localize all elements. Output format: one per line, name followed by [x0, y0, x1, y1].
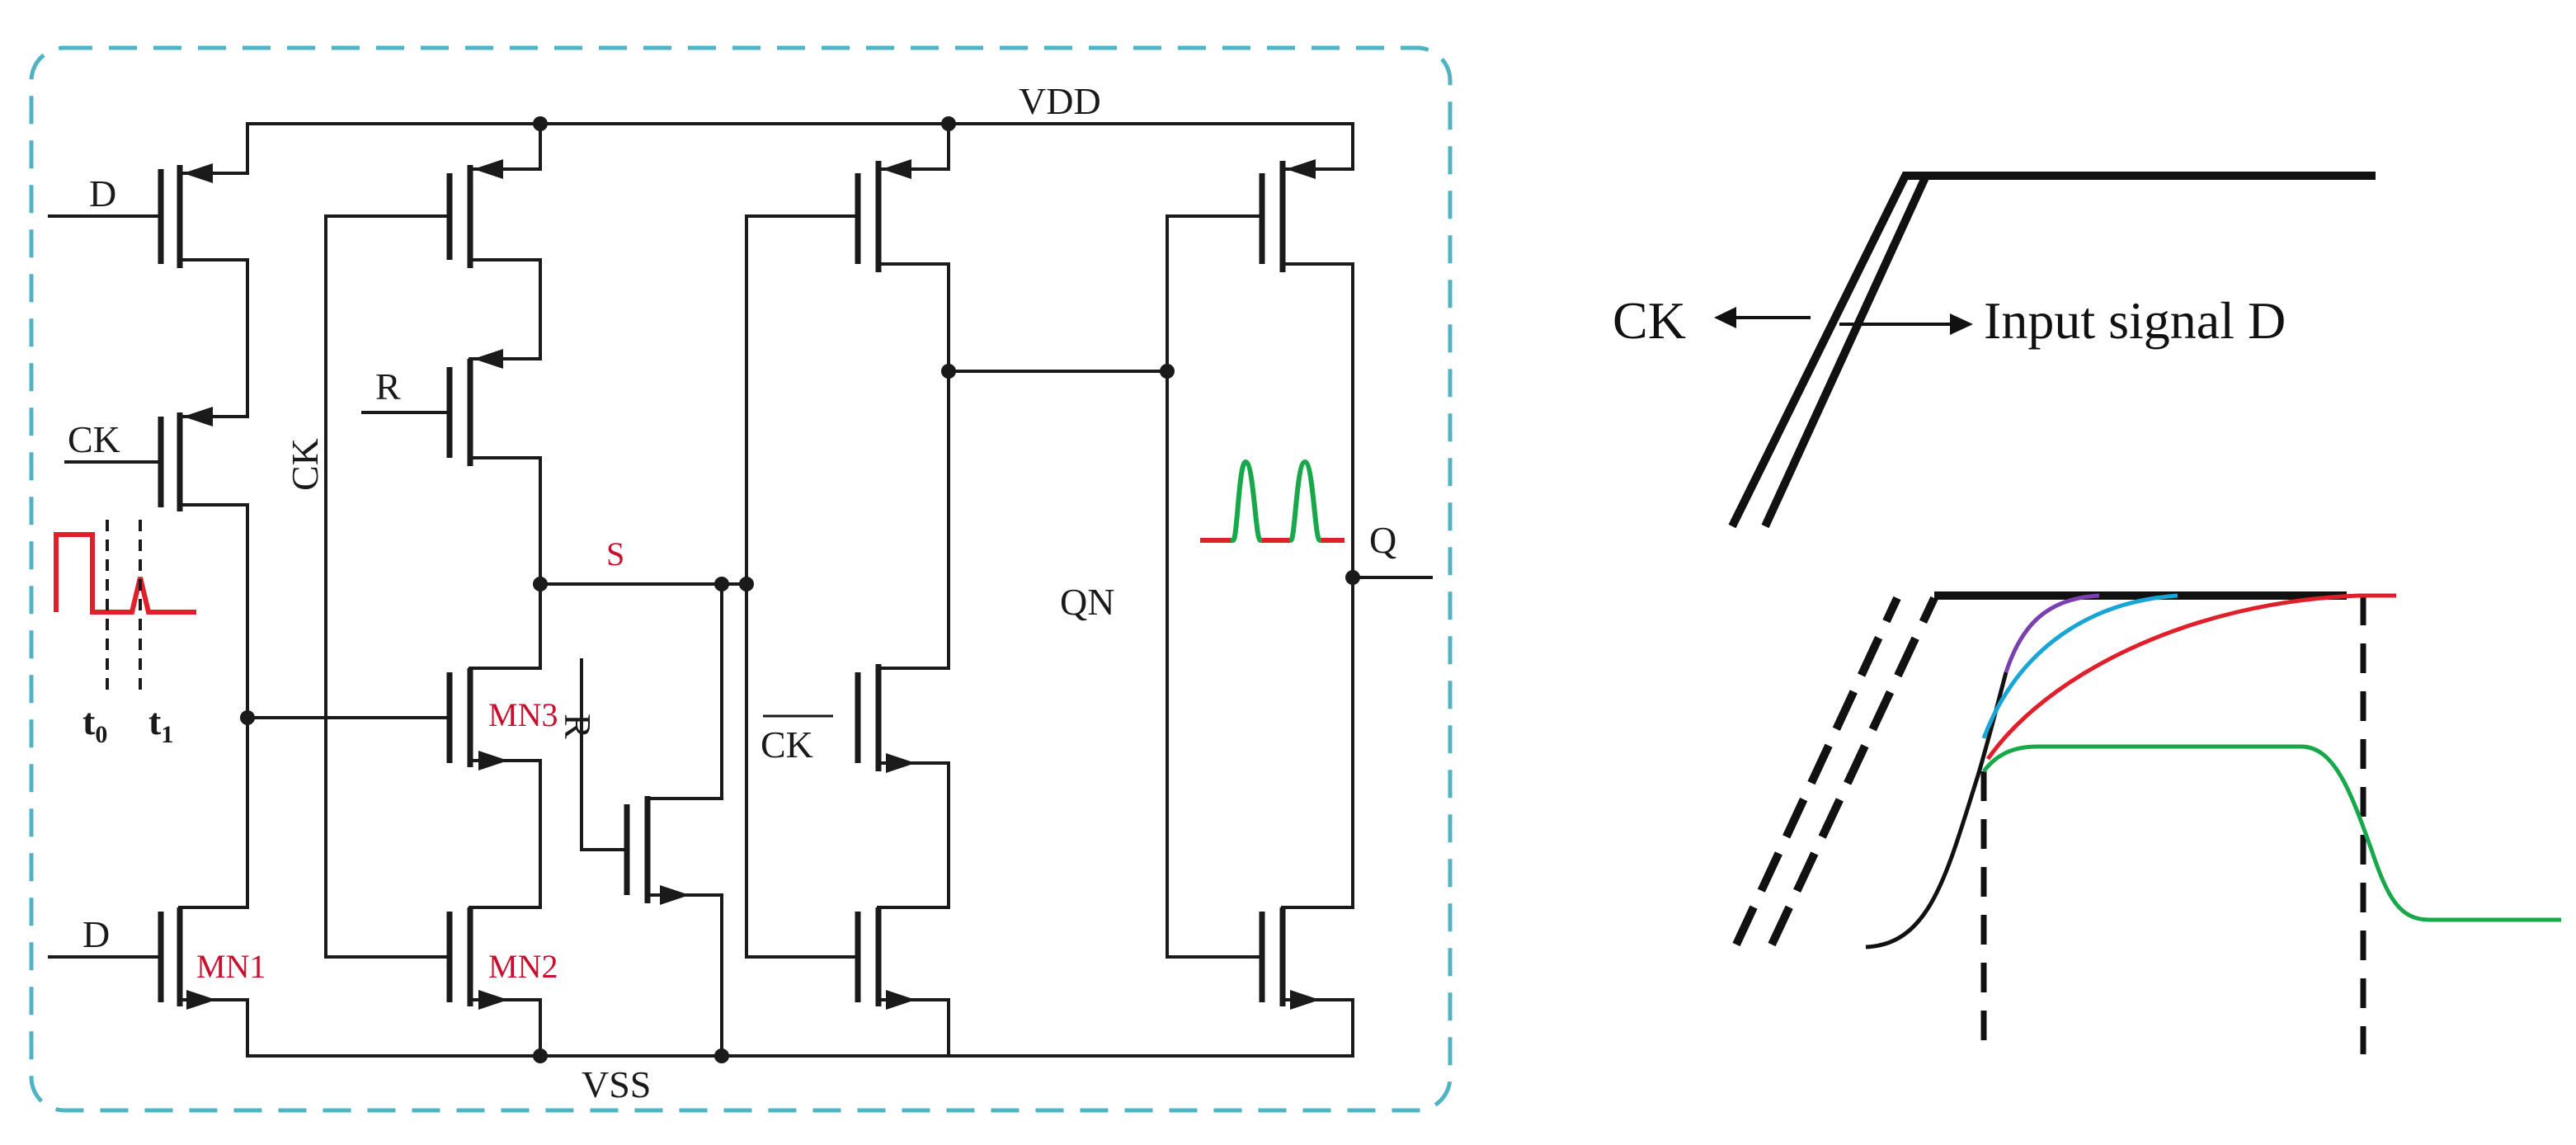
nmos-col3-bottom — [855, 906, 950, 1010]
input-signal-label: Input signal D — [1984, 291, 2286, 350]
output-curve-green — [1982, 744, 2561, 922]
mn1-label: MN1 — [196, 948, 266, 985]
input-d-arrow — [1839, 313, 1973, 335]
edges-bottom-dashed — [1732, 591, 2347, 947]
vss-label: VSS — [582, 1063, 651, 1105]
d-top-label: D — [89, 172, 116, 214]
timing-diagram: CK Input signal D — [1613, 172, 2561, 1054]
mn3-label: MN3 — [488, 696, 558, 733]
output-curve-purple — [2004, 593, 2100, 673]
r-mid-label: R — [557, 714, 599, 739]
pmos-d-top — [48, 163, 249, 268]
nmos-mn1 — [48, 906, 249, 1010]
t0-label: t0 — [82, 700, 107, 748]
nmos-mn2 — [446, 906, 542, 1010]
vdd-label: VDD — [1019, 80, 1101, 122]
edges-top — [1728, 172, 2376, 529]
q-label: Q — [1369, 519, 1396, 561]
ck-arrow — [1714, 307, 1811, 328]
pmos-col4 — [1259, 159, 1354, 272]
pmos-col3 — [855, 159, 950, 272]
s-node-label: S — [606, 535, 624, 572]
qn-label: QN — [1060, 581, 1114, 623]
ck-timing-label: CK — [1613, 291, 1686, 350]
output-curve-red — [1985, 593, 2396, 761]
pmos-ck-top — [64, 407, 249, 511]
nmos-r-mid — [624, 582, 723, 1058]
pmos-ck-col2 — [446, 159, 542, 268]
pmos-r — [361, 349, 542, 466]
output-curve-black — [1865, 671, 2009, 949]
ck-top-label: CK — [68, 418, 120, 460]
d-bottom-label: D — [82, 913, 110, 955]
nmos-mn3 — [446, 667, 542, 770]
ck-pulse-waveform — [54, 520, 196, 693]
circuit-frame — [29, 45, 1453, 1113]
mn2-label: MN2 — [488, 948, 558, 985]
ckbar-label: CK — [761, 723, 813, 766]
nmos-col4 — [1259, 906, 1354, 1010]
q-pulse-waveform — [1200, 459, 1345, 543]
schematic: VDD VSS D CK CK R S R CK QN Q D MN1 MN2 … — [48, 80, 1433, 1105]
t1-label: t1 — [148, 700, 173, 748]
nmos-ckbar — [855, 664, 950, 773]
ck-vertical-label: CK — [284, 438, 326, 491]
r-top-label: R — [375, 365, 401, 408]
output-curve-cyan — [1981, 593, 2178, 739]
